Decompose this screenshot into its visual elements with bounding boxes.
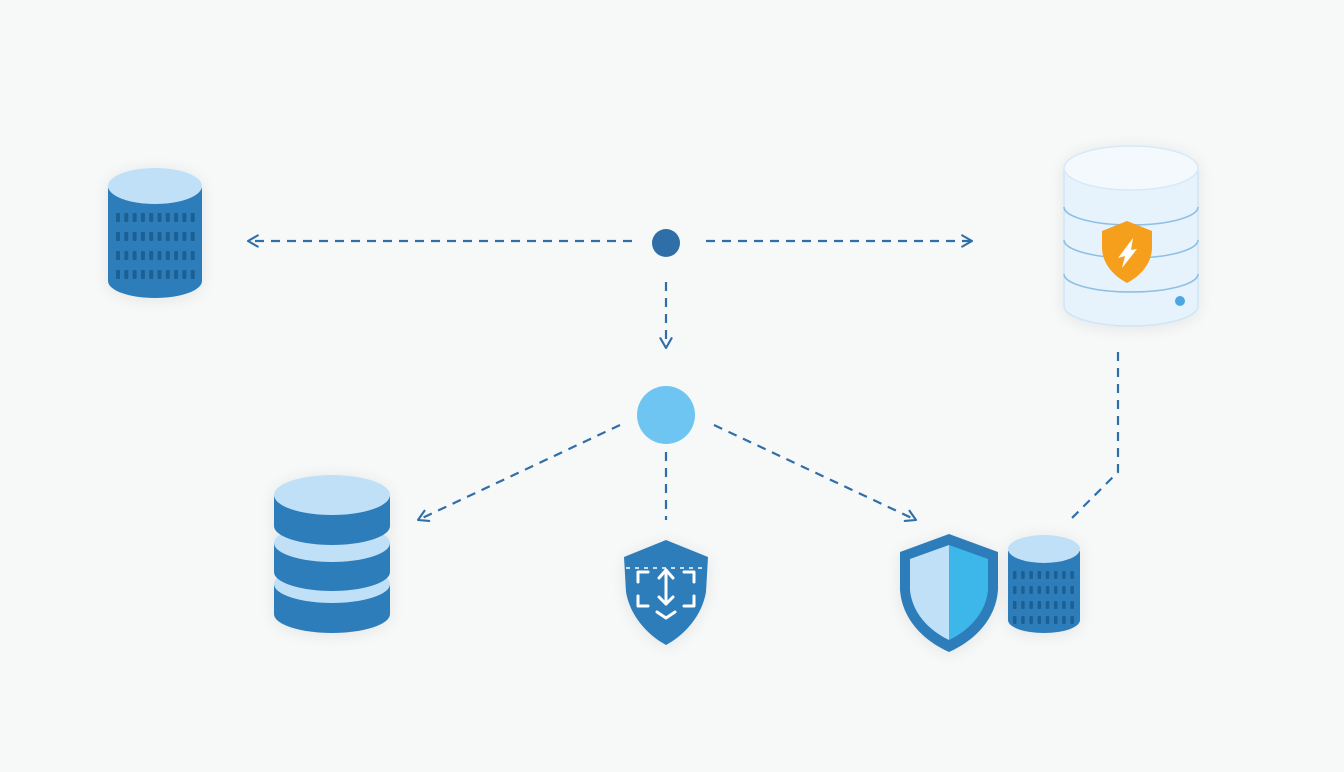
server-slot — [165, 213, 170, 222]
server-slot — [1054, 571, 1058, 579]
server-slot — [1029, 571, 1033, 579]
db-left-icon — [108, 168, 202, 298]
server-slot — [157, 270, 162, 279]
server-slot — [140, 270, 145, 279]
server-slot — [174, 251, 179, 260]
server-slot — [1045, 616, 1050, 624]
server-slot — [132, 213, 137, 222]
server-slot — [1045, 586, 1050, 594]
server-slot — [174, 213, 179, 222]
server-slot — [1037, 601, 1042, 609]
server-slot — [116, 232, 120, 241]
server-slot — [1021, 586, 1025, 594]
hub-small-node — [652, 229, 680, 257]
server-slot — [116, 270, 120, 279]
server-slot — [116, 251, 120, 260]
db-small-icon — [1008, 535, 1080, 633]
server-slot — [165, 270, 170, 279]
server-slot — [1013, 601, 1017, 609]
server-slot — [157, 232, 162, 241]
server-slot — [165, 251, 170, 260]
server-slot — [140, 232, 145, 241]
server-slot — [124, 251, 129, 260]
server-slot — [124, 213, 129, 222]
server-slot — [1054, 601, 1058, 609]
server-slot — [1070, 616, 1074, 624]
server-slot — [1021, 601, 1025, 609]
server-slot — [140, 213, 145, 222]
server-slot — [1029, 586, 1033, 594]
server-slot — [1045, 571, 1050, 579]
server-slot — [124, 232, 129, 241]
server-slot — [132, 270, 137, 279]
server-slot — [1054, 586, 1058, 594]
server-slot — [190, 251, 195, 260]
server-slot — [1029, 601, 1033, 609]
edge-hub-large-to-db-stacked — [416, 424, 621, 522]
server-slot — [149, 232, 154, 241]
server-slot — [124, 270, 129, 279]
server-slot — [1070, 601, 1074, 609]
server-slot — [149, 270, 154, 279]
server-slot — [1054, 616, 1058, 624]
server-slot — [174, 270, 179, 279]
server-slot — [1013, 616, 1017, 624]
server-slot — [132, 232, 137, 241]
hub-large-node — [637, 386, 695, 444]
connectors — [246, 234, 1120, 522]
server-slot — [1062, 601, 1066, 609]
server-slot — [1062, 616, 1066, 624]
server-slot — [116, 213, 120, 222]
db-stacked-icon — [274, 475, 390, 633]
server-slot — [1062, 586, 1066, 594]
server-slot — [165, 232, 170, 241]
server-slot — [182, 251, 187, 260]
server-slot — [1021, 571, 1025, 579]
server-slot — [1062, 571, 1066, 579]
server-slot — [1037, 571, 1042, 579]
server-slot — [1029, 616, 1033, 624]
shield-badge-icon — [1102, 221, 1152, 283]
server-slot — [182, 270, 187, 279]
server-slot — [190, 232, 195, 241]
server-slot — [132, 251, 137, 260]
server-slot — [149, 213, 154, 222]
server-slot — [1021, 616, 1025, 624]
shield-half-icon — [900, 534, 998, 652]
server-slot — [1070, 586, 1074, 594]
server-slot — [182, 213, 187, 222]
edge-db-secure-to-db-small — [1071, 352, 1120, 519]
server-slot — [140, 251, 145, 260]
server-slot — [157, 213, 162, 222]
server-slot — [1070, 571, 1074, 579]
server-slot — [1037, 616, 1042, 624]
server-slot — [1013, 571, 1017, 579]
server-slot — [1013, 586, 1017, 594]
server-slot — [182, 232, 187, 241]
shield-transfer-icon — [624, 540, 708, 645]
edge-hub-large-to-shield-half — [713, 424, 918, 522]
server-slot — [190, 213, 195, 222]
db-secure-icon — [1063, 145, 1199, 327]
server-slot — [174, 232, 179, 241]
server-slot — [149, 251, 154, 260]
server-slot — [1045, 601, 1050, 609]
server-slot — [190, 270, 195, 279]
server-slot — [1037, 586, 1042, 594]
server-slot — [157, 251, 162, 260]
